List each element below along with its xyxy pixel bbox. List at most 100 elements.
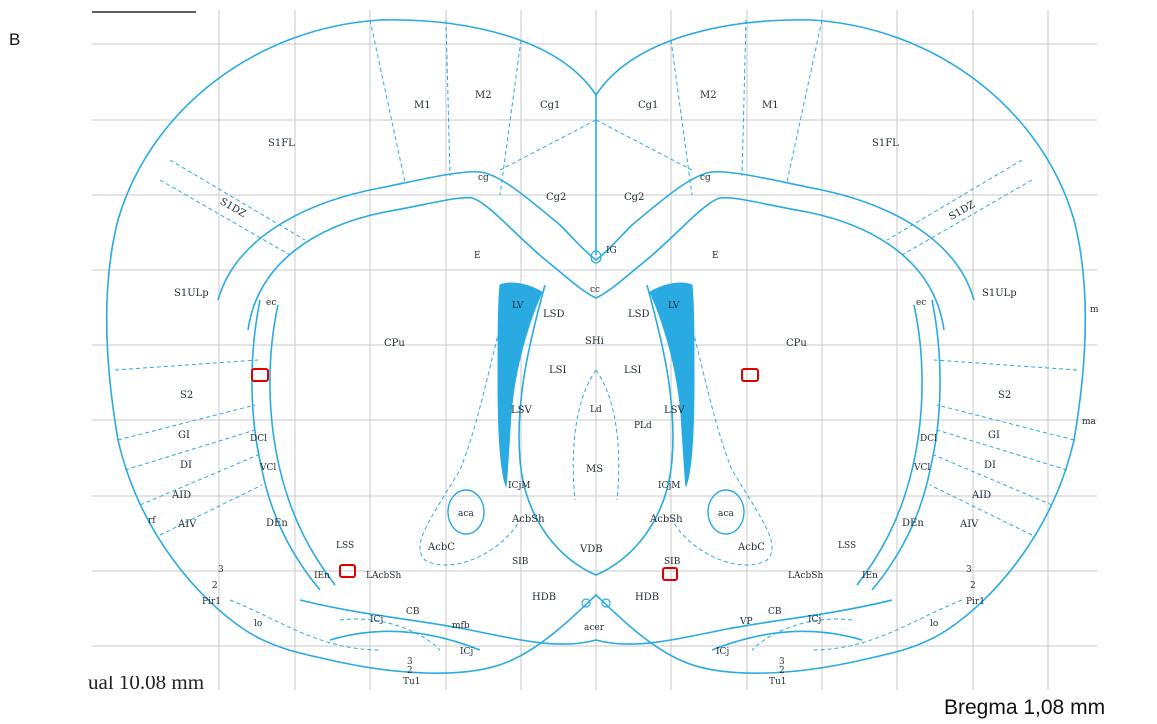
grid [92,10,1097,690]
label-lv: LV [512,301,524,311]
label-aca-r: aca [718,509,734,519]
label-cpu-r: CPu [786,338,807,349]
label-ec-r: ec [916,298,926,308]
label-m2-r: M2 [700,90,717,101]
marker-right-cpu [742,369,758,381]
label-m2: M2 [475,90,492,101]
label-vdb: VDB [579,544,603,555]
marker-right-sib [663,568,677,580]
label-aid: AID [171,490,191,501]
label-icj-r: ICj [808,615,821,625]
label-di: DI [180,460,192,471]
label-vp: VP [739,617,753,627]
external-capsule-left-inner [270,305,335,585]
tubercle-band-right [712,631,862,650]
label-shi: SHi [585,336,604,347]
label-cg1: Cg1 [540,100,560,111]
label-vcl: VCl [259,463,276,473]
label-mfb: mfb [452,621,470,631]
label-ec: ec [266,298,276,308]
label-icjm-r: ICjM [658,481,680,491]
acer-circle-left [582,599,590,607]
label-tu-2-r: 2 [779,666,785,676]
label-s1fl: S1FL [268,138,295,149]
label-lss-r: LSS [838,541,856,551]
label-cb-r: CB [768,607,782,617]
label-icj-lower-r: ICj [716,647,729,657]
label-ms: MS [586,464,603,475]
label-hdb: HDB [532,592,556,603]
label-sib-r: SIB [664,557,681,567]
label-layer-2: 2 [212,581,218,591]
label-pld: PLd [634,421,652,431]
label-acbc: AcbC [427,542,455,553]
label-s1fl-r: S1FL [872,138,899,149]
label-e: E [474,251,481,261]
label-tu1: Tu1 [403,677,421,687]
label-e-r: E [712,251,719,261]
label-gi: GI [178,430,190,441]
label-lsv-r: LSV [664,405,685,416]
label-acer: acer [584,623,605,633]
label-cc: cc [590,285,600,295]
label-s1ulp: S1ULp [174,288,209,299]
label-sib: SIB [512,557,529,567]
label-icj-lower: ICj [460,647,473,657]
label-vcl-r: VCl [913,463,930,473]
label-acbc-r: AcbC [737,542,765,553]
label-icjm: ICjM [508,481,530,491]
tubercle-band-left [330,631,480,650]
label-ien: IEn [314,571,330,581]
label-layer-2-r: 2 [970,581,976,591]
label-lo-r: lo [930,619,938,629]
external-capsule-right-inner [857,305,922,585]
label-cg2: Cg2 [546,192,566,203]
acer-circle-right [602,599,610,607]
label-m1-r: M1 [762,100,779,111]
label-lv-r: LV [668,301,680,311]
label-s2: S2 [180,390,193,401]
label-acbsh: AcbSh [511,514,545,525]
label-aiv-r: AIV [959,519,979,530]
label-cg2-r: Cg2 [624,192,644,203]
label-gi-r: GI [988,430,1000,441]
label-lsi-r: LSI [624,365,641,376]
label-aca: aca [458,509,474,519]
label-aiv: AIV [177,519,197,530]
marker-left-cortex [252,369,268,381]
label-aid-r: AID [971,490,991,501]
label-den: DEn [266,518,288,529]
label-pir1: Pir1 [202,597,221,607]
label-layer-3-r: 3 [966,565,972,575]
label-m1: M1 [414,100,431,111]
label-m-mid: ma [1082,417,1097,427]
label-lsd: LSD [543,309,565,320]
label-ien-r: IEn [862,571,878,581]
label-rf: rf [148,516,156,526]
label-ig: IG [606,246,617,256]
label-dcl: DCl [250,434,267,444]
label-ld: Ld [590,405,602,415]
label-dcl-r: DCl [920,434,937,444]
label-lsd-r: LSD [628,309,650,320]
label-tu-2: 2 [407,666,413,676]
label-lo: lo [254,619,262,629]
label-lsv: LSV [511,405,532,416]
label-pir1-r: Pir1 [966,597,985,607]
label-m-top: m [1090,305,1099,315]
label-di-r: DI [984,460,996,471]
label-acbsh-r: AcbSh [649,514,683,525]
labels-right: M1 M2 Cg1 Cg2 cg S1FL S1DZ S1ULp ec CPu … [624,90,1099,687]
label-layer-3: 3 [218,565,224,575]
label-s1ulp-r: S1ULp [982,288,1017,299]
label-cpu: CPu [384,338,405,349]
label-lacbsh-r: LAcbSh [788,571,823,581]
label-lacbsh: LAcbSh [366,571,401,581]
label-icj: ICj [370,615,383,625]
label-cg1-r: Cg1 [638,100,658,111]
label-cb: CB [406,607,420,617]
label-tu1-r: Tu1 [769,677,787,687]
label-hdb-r: HDB [635,592,659,603]
